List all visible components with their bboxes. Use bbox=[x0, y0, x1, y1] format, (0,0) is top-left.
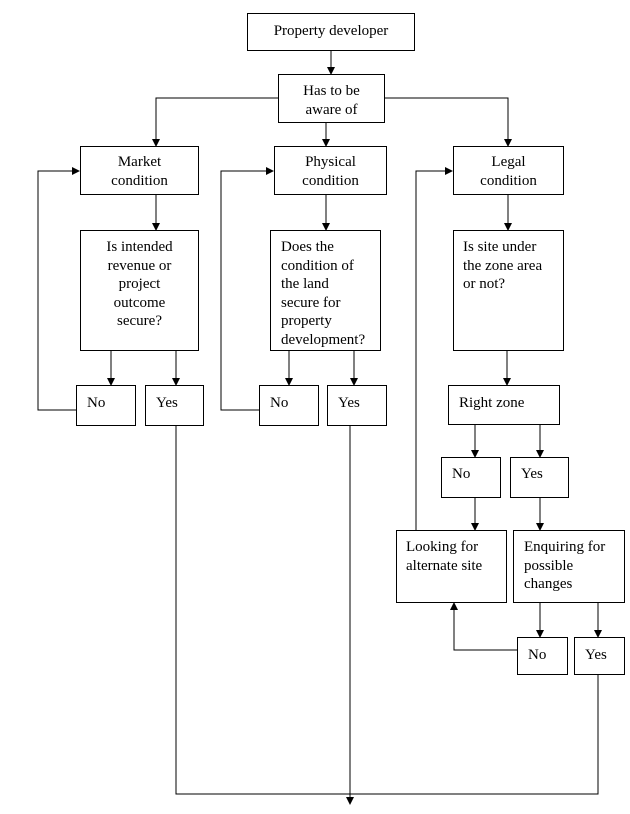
arrow-aware-to-legal bbox=[384, 97, 512, 147]
market-question-line-1: Is intended bbox=[106, 239, 173, 255]
legal-question-line-1: Is site under bbox=[463, 239, 537, 255]
zone-yes-box: Yes bbox=[510, 457, 569, 498]
physical-question-line-4: secure for bbox=[281, 294, 341, 311]
legal-question-box: Is site under the zone area or not? bbox=[453, 230, 564, 351]
physical-yes-box: Yes bbox=[327, 385, 387, 426]
market-question-box: Is intended revenue or project outcome s… bbox=[80, 230, 199, 351]
physical-line-1: Physical bbox=[305, 154, 356, 170]
physical-line-2: condition bbox=[302, 172, 359, 189]
enquiring-line-1: Enquiring for bbox=[524, 539, 606, 555]
market-question-line-3: project bbox=[118, 276, 161, 292]
market-no-box: No bbox=[76, 385, 136, 426]
zone-no-box: No bbox=[441, 457, 501, 498]
market-question-line-2: revenue or bbox=[107, 257, 172, 274]
market-condition-box: Market condition bbox=[80, 146, 199, 195]
aware-box: Has to be aware of bbox=[278, 74, 385, 123]
arrow-enquire-no-to-looking bbox=[450, 602, 518, 651]
arrow-market-no-loop bbox=[37, 167, 80, 411]
market-question-line-5: secure? bbox=[117, 313, 162, 329]
enquire-yes-box: Yes bbox=[574, 637, 625, 675]
legal-line-1: Legal bbox=[491, 154, 526, 170]
physical-no-box: No bbox=[259, 385, 319, 426]
aware-line-2: aware of bbox=[305, 101, 358, 118]
legal-question-line-3: or not? bbox=[463, 276, 506, 292]
zone-no-label: No bbox=[452, 466, 471, 482]
market-yes-label: Yes bbox=[156, 395, 178, 411]
enquiring-line-3: changes bbox=[524, 576, 573, 592]
right-zone-box: Right zone bbox=[448, 385, 560, 425]
property-developer-label: Property developer bbox=[273, 23, 389, 39]
physical-question-box: Does the condition of the land secure fo… bbox=[270, 230, 381, 351]
looking-line-1: Looking for bbox=[406, 539, 479, 555]
enquire-no-box: No bbox=[517, 637, 568, 675]
market-no-label: No bbox=[87, 395, 106, 411]
physical-question-line-6: development? bbox=[281, 331, 366, 348]
zone-yes-label: Yes bbox=[521, 466, 543, 482]
physical-no-label: No bbox=[270, 395, 289, 411]
physical-question-line-5: property bbox=[281, 313, 332, 329]
physical-condition-box: Physical condition bbox=[274, 146, 387, 195]
physical-yes-label: Yes bbox=[338, 395, 360, 411]
market-line-1: Market bbox=[117, 154, 162, 170]
market-yes-box: Yes bbox=[145, 385, 204, 426]
physical-question-line-2: condition of bbox=[281, 257, 354, 274]
property-developer-box: Property developer bbox=[247, 13, 415, 51]
right-zone-label: Right zone bbox=[459, 395, 525, 411]
line-market-yes-down bbox=[175, 425, 599, 795]
arrow-looking-to-legal bbox=[415, 167, 453, 530]
arrow-aware-to-market bbox=[152, 97, 278, 147]
enquire-yes-label: Yes bbox=[585, 647, 607, 663]
enquiring-line-2: possible bbox=[524, 557, 574, 574]
physical-question-line-1: Does the bbox=[281, 239, 334, 255]
legal-question-line-2: the zone area bbox=[463, 257, 543, 274]
enquire-no-label: No bbox=[528, 647, 547, 663]
physical-question-line-3: the land bbox=[281, 276, 329, 292]
looking-alternate-box: Looking for alternate site bbox=[396, 530, 507, 603]
legal-condition-box: Legal condition bbox=[453, 146, 564, 195]
enquiring-box: Enquiring for possible changes bbox=[513, 530, 625, 603]
market-line-2: condition bbox=[111, 172, 168, 189]
looking-line-2: alternate site bbox=[406, 557, 483, 574]
legal-line-2: condition bbox=[480, 172, 537, 189]
market-question-line-4: outcome bbox=[113, 294, 166, 311]
aware-line-1: Has to be bbox=[303, 83, 360, 99]
arrow-physical-no-loop bbox=[220, 167, 274, 411]
